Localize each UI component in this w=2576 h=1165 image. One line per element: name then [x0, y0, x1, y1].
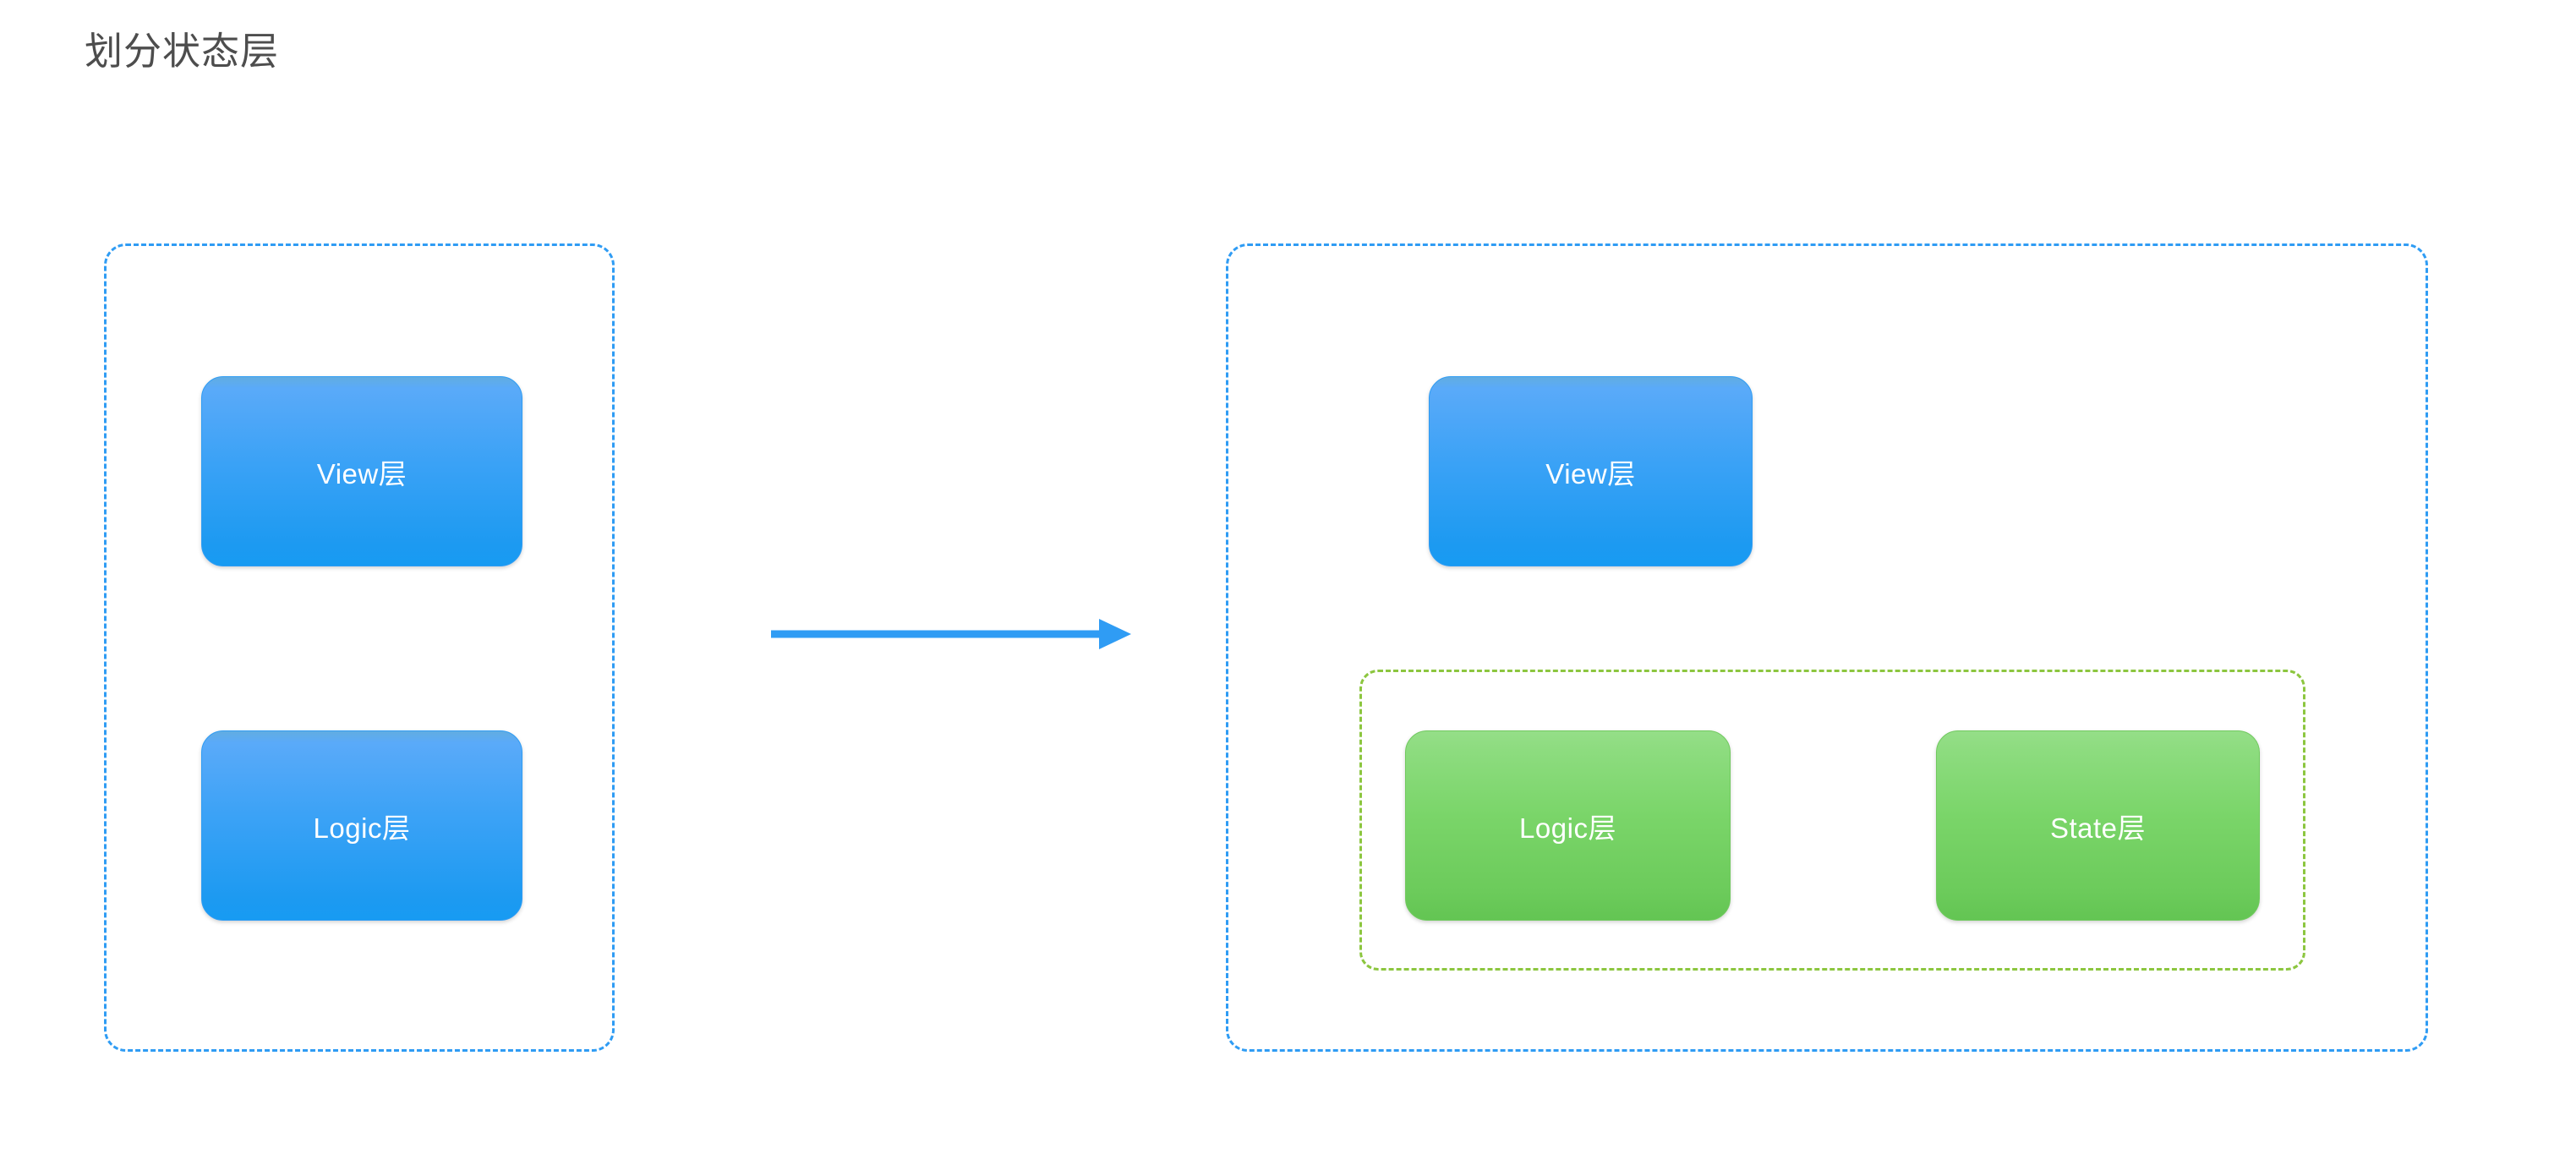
node-logic-before[interactable]: Logic层	[201, 730, 522, 921]
arrow-right-svg	[771, 619, 1131, 649]
after-group-container	[1226, 243, 2428, 1052]
page-title: 划分状态层	[85, 30, 280, 73]
node-view-after-label: View层	[1545, 457, 1636, 490]
node-state-after-label: State层	[2049, 812, 2147, 844]
node-view-after[interactable]: View层	[1429, 376, 1753, 566]
node-logic-before-label: Logic层	[313, 812, 411, 844]
node-view-before-label: View层	[316, 457, 407, 490]
node-state-after[interactable]: State层	[1936, 730, 2260, 921]
before-group-container	[104, 243, 615, 1052]
arrow-right-icon	[769, 607, 1133, 661]
node-logic-after[interactable]: Logic层	[1405, 730, 1731, 921]
state-subgroup-container	[1359, 670, 2305, 971]
node-view-before[interactable]: View层	[201, 376, 522, 566]
arrow-head	[1099, 619, 1131, 649]
node-logic-after-label: Logic层	[1519, 812, 1616, 844]
